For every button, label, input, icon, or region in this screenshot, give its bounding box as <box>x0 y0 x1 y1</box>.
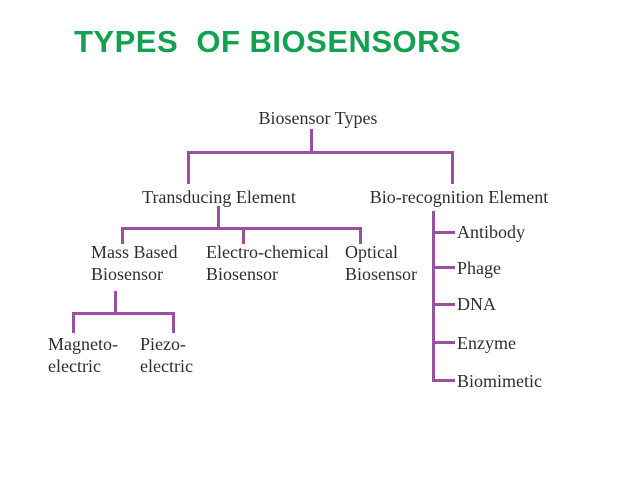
node-label-line2: Biosensor <box>345 264 417 284</box>
connector-transducing-drop <box>187 151 190 184</box>
connector-optical-stub <box>359 227 362 244</box>
node-antibody: Antibody <box>457 222 526 242</box>
node-label-line1: Optical <box>345 242 398 262</box>
connector-antibody-tick <box>432 231 455 234</box>
node-dna: DNA <box>457 294 496 314</box>
connector-dna-tick <box>432 303 455 306</box>
connector-biorecognition-trunk <box>432 211 435 382</box>
node-enzyme: Enzyme <box>457 333 516 353</box>
connector-electrochemical-stub <box>242 227 245 244</box>
connector-magnetoelectric-stub <box>72 312 75 333</box>
node-label-line1: Magneto- <box>48 334 118 354</box>
connector-biorecognition-drop <box>451 151 454 184</box>
node-biorecognition-element: Bio-recognition Element <box>369 187 549 207</box>
node-label-line1: Piezo- <box>140 334 186 354</box>
node-biomimetic: Biomimetic <box>457 371 542 391</box>
node-label-line1: Mass Based <box>91 242 178 262</box>
connector-phage-tick <box>432 266 455 269</box>
node-phage: Phage <box>457 258 501 278</box>
node-label-line2: electric <box>140 356 193 376</box>
node-label-line2: electric <box>48 356 101 376</box>
connector-piezoelectric-stub <box>172 312 175 333</box>
connector-massbased-vertical <box>114 291 117 315</box>
node-piezoelectric: Piezo-electric <box>140 333 193 377</box>
connector-mass-stub <box>121 227 124 244</box>
connector-root-vertical <box>310 129 313 154</box>
connector-top-horizontal <box>187 151 454 154</box>
node-label-line1: Electro-chemical <box>206 242 329 262</box>
connector-transducing-vertical <box>217 206 220 230</box>
connector-biomimetic-tick <box>432 379 455 382</box>
connector-massbased-horizontal <box>72 312 175 315</box>
connector-transducing-horizontal <box>121 227 362 230</box>
node-label-line2: Biosensor <box>206 264 278 284</box>
connector-enzyme-tick <box>432 341 455 344</box>
slide-title: TYPES OF BIOSENSORS <box>74 24 462 59</box>
node-biosensor-types: Biosensor Types <box>258 108 378 128</box>
node-magnetoelectric: Magneto-electric <box>48 333 118 377</box>
node-transducing-element: Transducing Element <box>142 187 296 207</box>
node-label-line2: Biosensor <box>91 264 163 284</box>
